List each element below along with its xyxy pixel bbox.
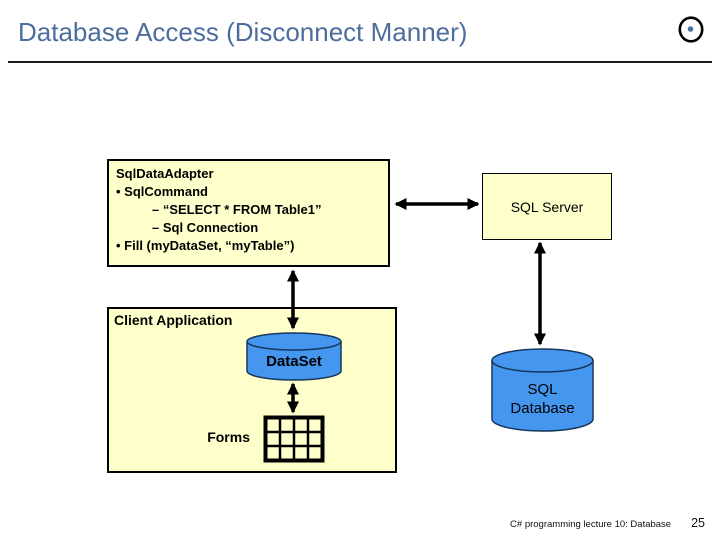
- forms-label: Forms: [207, 429, 250, 445]
- dataset-label: DataSet: [266, 353, 322, 370]
- client-application-label: Client Application: [114, 312, 233, 328]
- client-application-box: Client Application: [107, 307, 397, 473]
- sqldataadapter-box: SqlDataAdapter • SqlCommand – “SELECT * …: [107, 159, 390, 267]
- sql-database-label-line2: Database: [510, 400, 574, 417]
- page-title: Database Access (Disconnect Manner): [18, 17, 468, 47]
- adapter-line-4: – Sql Connection: [152, 220, 259, 235]
- adapter-line-1: SqlDataAdapter: [116, 166, 214, 181]
- dataset-cylinder: DataSet: [246, 332, 342, 381]
- sql-database-label-line1: SQL: [527, 381, 557, 398]
- adapter-line-2: • SqlCommand: [116, 184, 208, 199]
- footer-text: C# programming lecture 10: Database: [510, 519, 672, 530]
- sql-database-cylinder: SQL Database: [491, 348, 594, 432]
- adapter-line-3: – “SELECT * FROM Table1”: [152, 202, 322, 217]
- adapter-line-5: • Fill (myDataSet, “myTable”): [116, 238, 295, 253]
- page-number: 25: [691, 516, 705, 530]
- sql-server-box: SQL Server: [482, 173, 612, 240]
- decorative-circle-icon: [678, 16, 704, 43]
- title-underline: [8, 61, 712, 63]
- forms-grid-icon: [263, 415, 325, 463]
- slide-footer: C# programming lecture 10: Database 25: [510, 516, 705, 530]
- sql-server-label: SQL Server: [510, 198, 584, 215]
